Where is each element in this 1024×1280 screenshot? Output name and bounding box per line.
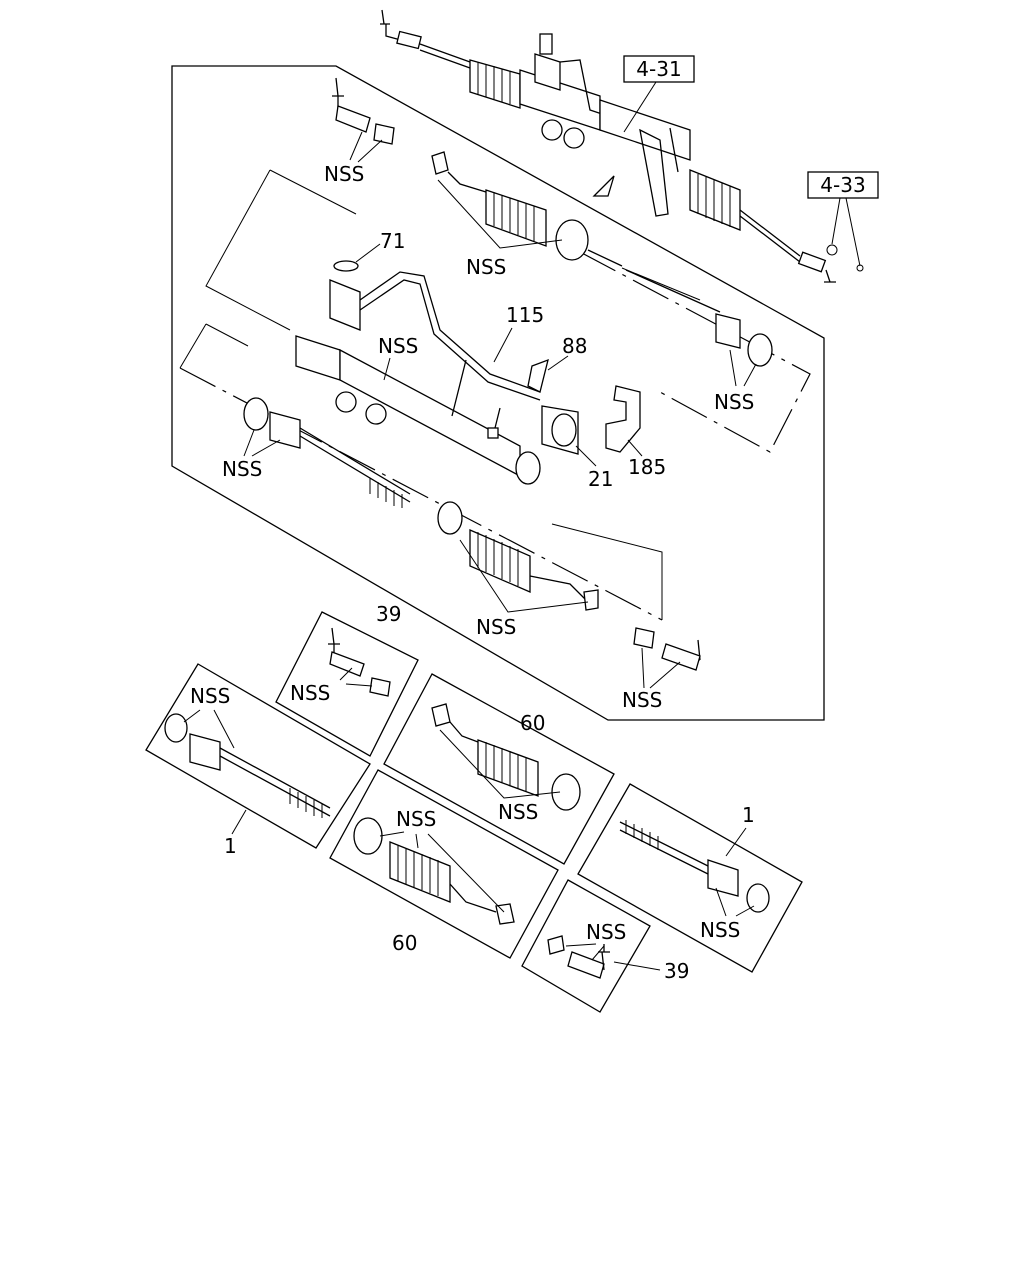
reference-box-4-33: 4-33: [807, 171, 879, 272]
kit-60-bottom: [329, 769, 559, 959]
label-part-39-top: 39: [376, 602, 401, 626]
label-part-71: 71: [380, 229, 405, 253]
rack-housing: [295, 271, 541, 485]
label-part-185: 185: [628, 455, 666, 479]
kit-60-top: [383, 673, 615, 865]
label-part-21: 21: [588, 467, 613, 491]
reference-label-4-33: 4-33: [820, 173, 865, 197]
rack-assembly-top: [380, 9, 836, 283]
label-part-88: 88: [562, 334, 587, 358]
part-21-bushing: [541, 405, 579, 455]
part-88-clip: [527, 358, 549, 393]
label-nss-left-seal: NSS: [222, 457, 262, 481]
label-part-1-left: 1: [224, 834, 237, 858]
kit-1-left: [145, 663, 371, 849]
label-part-39-bottom: 39: [664, 959, 689, 983]
label-nss-upper-left: NSS: [324, 162, 364, 186]
kit-39-top: [275, 611, 419, 757]
label-part-1-right: 1: [742, 803, 755, 827]
kit-1-right: [577, 783, 803, 973]
upper-boot-and-clamps: [431, 151, 773, 367]
label-nss-lower-boot: NSS: [476, 615, 516, 639]
label-nss-right-seal: NSS: [714, 390, 754, 414]
label-part-115: 115: [506, 303, 544, 327]
label-nss-39-bottom: NSS: [586, 920, 626, 944]
label-nss-housing: NSS: [378, 334, 418, 358]
label-nss-lower-tierod: NSS: [622, 688, 662, 712]
reference-label-4-31: 4-31: [636, 57, 681, 81]
lower-boot-and-clamps: [437, 501, 701, 671]
part-71-cap: [333, 260, 359, 272]
left-inner-tie-rod: [243, 397, 411, 508]
exploded-view-outline: [171, 65, 825, 721]
reference-box-4-31: 4-31: [623, 55, 695, 133]
label-part-60-top: 60: [520, 711, 545, 735]
label-nss-60-bottom: NSS: [396, 807, 436, 831]
label-nss-kit1-right: NSS: [700, 918, 740, 942]
label-nss-kit1-left: NSS: [190, 684, 230, 708]
upper-tie-rod-end: [332, 77, 395, 145]
part-185-bracket: [605, 385, 641, 453]
label-nss-39-top: NSS: [290, 681, 330, 705]
kit-39-bottom: [521, 879, 651, 1013]
label-nss-upper-boot: NSS: [466, 255, 506, 279]
label-part-60-bottom: 60: [392, 931, 417, 955]
label-nss-60-top: NSS: [498, 800, 538, 824]
